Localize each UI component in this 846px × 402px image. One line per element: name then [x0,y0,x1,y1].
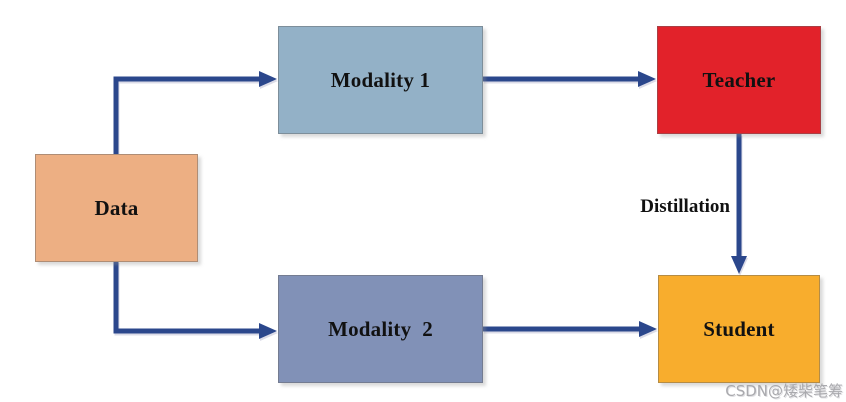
node-student: Student [658,275,820,383]
node-modality-2: Modality 2 [278,275,483,383]
node-data: Data [35,154,198,262]
node-teacher: Teacher [657,26,821,134]
edge-data-to-modality1 [113,71,277,155]
edge-data-to-modality2 [113,261,277,339]
edge-modality1-to-teacher [483,71,656,87]
node-modality-1: Modality 1 [278,26,483,134]
csdn-watermark: CSDN@矮柴笔筹 [725,382,843,400]
node-student-label: Student [703,316,775,341]
node-modality-1-label: Modality 1 [330,67,431,92]
node-teacher-label: Teacher [702,67,776,92]
edge-teacher-to-student [731,134,747,274]
edge-modality2-to-student [483,321,657,337]
node-modality-2-label: Modality 2 [328,316,433,341]
node-data-label: Data [94,195,139,220]
distillation-label: Distillation [640,196,730,217]
